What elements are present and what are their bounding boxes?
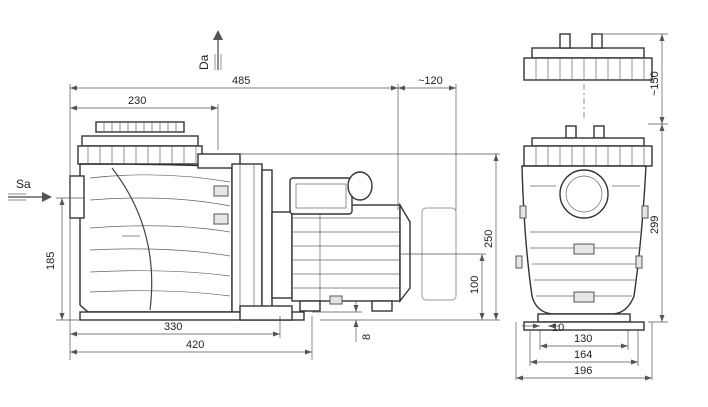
dim-196: 196	[574, 365, 592, 377]
dim-185: 185	[45, 252, 57, 270]
dim-120: ~120	[418, 75, 443, 87]
suction-arrow: Sa	[8, 177, 52, 202]
suction-arrow-icon	[42, 192, 52, 202]
lid-removed-position	[523, 33, 653, 118]
dim-8: 8	[361, 334, 373, 340]
front-view	[515, 33, 653, 331]
front-body	[515, 165, 649, 315]
dim-250: 250	[483, 230, 495, 248]
dim-299: 299	[649, 216, 661, 234]
discharge-arrow: Da	[197, 30, 223, 70]
dim-485: 485	[232, 75, 250, 87]
motor	[271, 171, 411, 312]
front-dimensions: ~150 299 10 130 164 196	[515, 33, 668, 381]
cable-gland	[347, 171, 373, 201]
dim-130: 130	[574, 333, 592, 345]
front-base	[523, 313, 645, 331]
inlet-port	[559, 169, 609, 219]
dim-10: 10	[552, 322, 564, 334]
side-view	[69, 121, 457, 321]
dim-330: 330	[164, 321, 182, 333]
discharge-label: Da	[197, 54, 211, 70]
dim-230: 230	[128, 95, 146, 107]
suction-label: Sa	[16, 177, 31, 191]
discharge-port	[197, 153, 241, 169]
dim-164: 164	[574, 349, 592, 361]
dim-150: ~150	[649, 71, 661, 96]
prefilter-housing	[69, 163, 233, 313]
prefilter-lid	[77, 121, 203, 165]
dim-100: 100	[469, 276, 481, 294]
front-lid	[523, 125, 653, 167]
terminal-box	[289, 177, 353, 215]
discharge-arrow-icon	[213, 30, 223, 40]
side-dimensions: 485 230 ~120 330 420 185 250	[45, 75, 500, 360]
dim-420: 420	[186, 339, 204, 351]
side-base	[79, 305, 305, 321]
volute-housing	[231, 163, 273, 313]
